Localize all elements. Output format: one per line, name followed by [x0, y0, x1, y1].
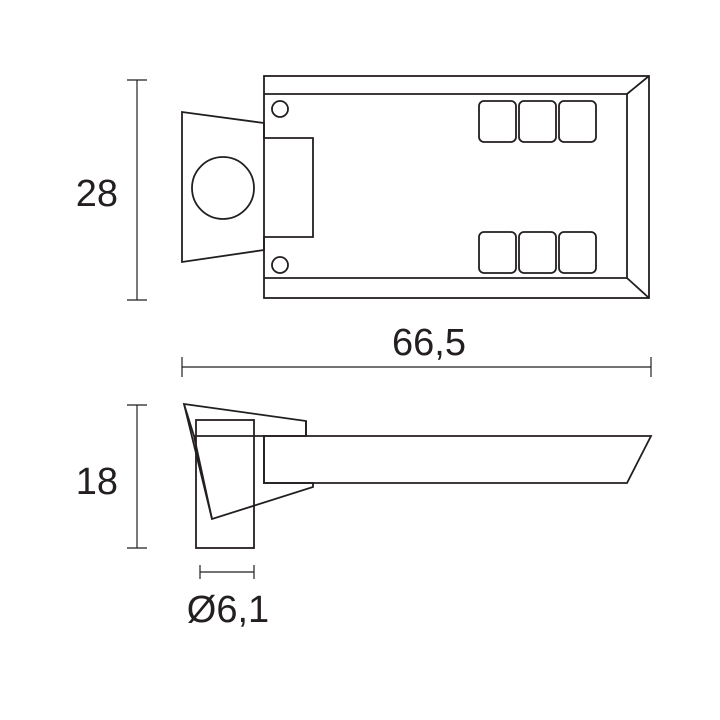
bevel-corner-top [626, 75, 650, 95]
dimension-width: 66,5 [181, 322, 652, 377]
screw-hole-bottom [271, 256, 289, 274]
bevel-corner-bottom [626, 277, 650, 299]
dimension-label-66-5: 66,5 [392, 322, 466, 364]
tube [195, 419, 255, 549]
clamp-body [182, 402, 314, 521]
clamp-diagonal [193, 435, 213, 520]
dimension-label-18: 18 [76, 461, 118, 503]
key-top-3 [558, 100, 597, 143]
pipe-circle [191, 156, 255, 220]
dimension-label-diameter: Ø6,1 [187, 589, 269, 631]
key-bottom-3 [558, 231, 597, 274]
arm [263, 435, 653, 484]
key-bottom-2 [518, 231, 557, 274]
clamp-cap [183, 403, 195, 437]
dimension-height-side: 18 [76, 404, 147, 549]
key-bottom-1 [478, 231, 517, 274]
plate-bevel [285, 93, 628, 279]
dimension-diameter: Ø6,1 [187, 565, 269, 631]
clamp-bracket [181, 110, 314, 264]
dimension-label-28: 28 [76, 173, 118, 215]
dimension-height-top: 28 [76, 79, 147, 301]
key-top-1 [478, 100, 517, 143]
screw-hole-top [271, 100, 289, 118]
key-top-2 [518, 100, 557, 143]
side-view [182, 402, 653, 549]
plate-outer [263, 75, 650, 299]
top-view [181, 75, 650, 299]
